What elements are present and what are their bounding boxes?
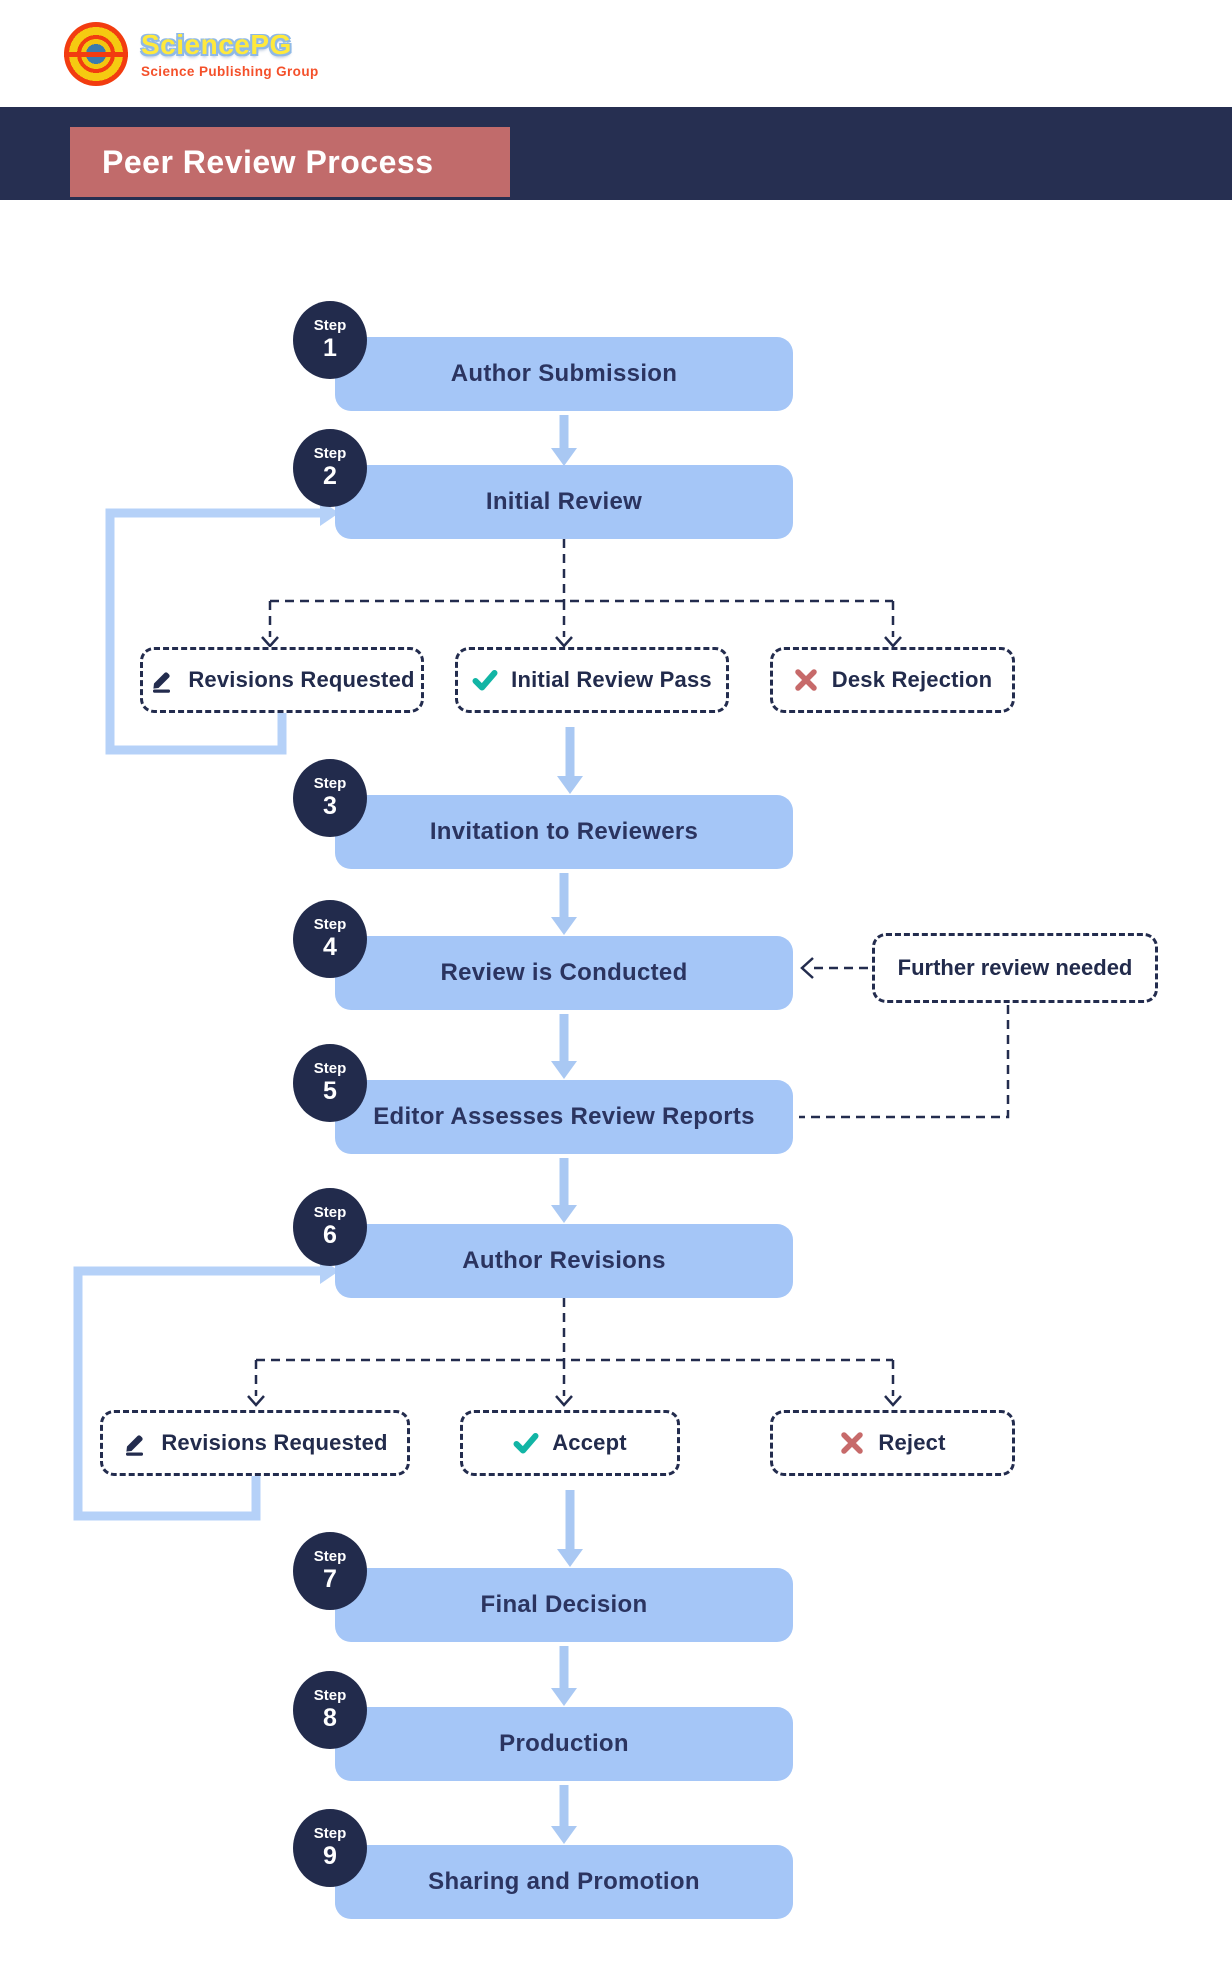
step-9-label: Sharing and Promotion [428, 1868, 700, 1895]
step-3-badge: Step 3 [293, 759, 367, 837]
step-7-label: Final Decision [480, 1591, 648, 1618]
step-1-badge: Step 1 [293, 301, 367, 379]
outcome-label: Initial Review Pass [511, 667, 712, 692]
outcome-label: Reject [878, 1430, 946, 1455]
step-box-production: Production [335, 1707, 793, 1781]
outcome-accept: Accept [460, 1410, 680, 1476]
step-2-label: Initial Review [485, 488, 643, 515]
step-box-sharing-and-promotion: Sharing and Promotion [335, 1845, 793, 1919]
step-5-badge: Step 5 [293, 1044, 367, 1122]
step-box-initial-review: Initial Review [335, 465, 793, 539]
step-4-badge: Step 4 [293, 900, 367, 978]
step-1-label: Author Submission [450, 360, 678, 387]
outcome-revisions-requested-2: Revisions Requested [100, 1410, 410, 1476]
step-box-final-decision: Final Decision [335, 1568, 793, 1642]
step-9-badge: Step 9 [293, 1809, 367, 1887]
logo-tagline: Science Publishing Group [141, 63, 319, 79]
outcome-revisions-requested-1: Revisions Requested [140, 647, 424, 713]
step-6-label: Author Revisions [462, 1247, 666, 1274]
step-8-label: Production [499, 1730, 629, 1757]
outcome-label: Revisions Requested [188, 667, 415, 692]
outcome-reject: Reject [770, 1410, 1015, 1476]
step-box-review-is-conducted: Review is Conducted [335, 936, 793, 1010]
step-box-editor-assesses-review-reports: Editor Assesses Review Reports [335, 1080, 793, 1154]
note-label: Further review needed [897, 955, 1133, 980]
sciencepg-logo-icon [64, 22, 128, 86]
pencil-icon [122, 1430, 148, 1456]
outcome-label: Revisions Requested [161, 1430, 388, 1455]
step-3-label: Invitation to Reviewers [429, 818, 699, 845]
check-icon [513, 1430, 539, 1456]
step-7-badge: Step 7 [293, 1532, 367, 1610]
check-icon [472, 667, 498, 693]
x-icon [793, 667, 819, 693]
step-8-badge: Step 8 [293, 1671, 367, 1749]
step-2-badge: Step 2 [293, 429, 367, 507]
page-title-box: Peer Review Process [70, 127, 510, 197]
sciencepg-logo: SciencePG Science Publishing Group [64, 16, 319, 92]
page-title: Peer Review Process [102, 143, 434, 180]
step-box-author-submission: Author Submission [335, 337, 793, 411]
step-5-label: Editor Assesses Review Reports [373, 1103, 755, 1130]
outcome-label: Accept [552, 1430, 627, 1455]
step-box-invitation-to-reviewers: Invitation to Reviewers [335, 795, 793, 869]
outcome-label: Desk Rejection [831, 667, 993, 692]
logo-name: SciencePG [141, 28, 292, 60]
outcome-initial-review-pass: Initial Review Pass [455, 647, 729, 713]
pencil-icon [149, 667, 175, 693]
step-6-badge: Step 6 [293, 1188, 367, 1266]
outcome-desk-rejection: Desk Rejection [770, 647, 1015, 713]
note-further-review-needed: Further review needed [872, 933, 1158, 1003]
x-icon [839, 1430, 865, 1456]
step-4-label: Review is Conducted [440, 959, 688, 986]
step-box-author-revisions: Author Revisions [335, 1224, 793, 1298]
